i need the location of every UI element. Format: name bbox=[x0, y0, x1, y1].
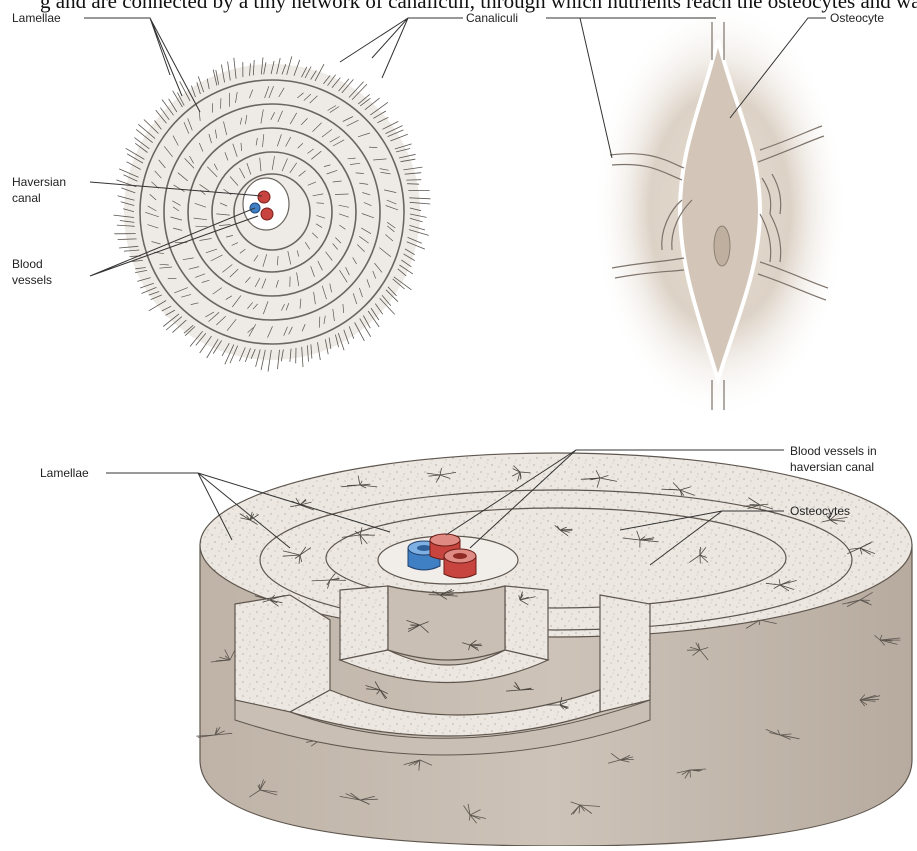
canal-inner-wall bbox=[388, 586, 505, 660]
label-bv-haversian-2: haversian canal bbox=[790, 460, 874, 474]
cut-face-right bbox=[600, 595, 650, 712]
artery-small-2 bbox=[261, 208, 273, 220]
caption-strip: g and are connected by a tiny network of… bbox=[0, 0, 917, 14]
artery-small bbox=[258, 191, 270, 203]
label-lamellae-bottom: Lamellae bbox=[40, 466, 89, 480]
label-blood-vessels-2: vessels bbox=[12, 273, 52, 287]
haversian-canal bbox=[243, 178, 289, 230]
osteocyte-nucleus bbox=[714, 226, 730, 266]
cut-face-inner-left bbox=[340, 586, 388, 660]
label-osteocytes: Osteocytes bbox=[790, 504, 850, 518]
label-bv-haversian-1: Blood vessels in bbox=[790, 444, 877, 458]
label-haversian-2: canal bbox=[12, 191, 41, 205]
osteocyte-closeup bbox=[592, 0, 848, 420]
caption-fragment: g and are connected by a tiny network of… bbox=[40, 0, 917, 14]
cut-face-left bbox=[235, 595, 330, 712]
cut-face-inner-right bbox=[505, 586, 548, 660]
label-haversian-1: Haversian bbox=[12, 175, 66, 189]
osteon-cross-section bbox=[114, 56, 431, 371]
label-blood-vessels-1: Blood bbox=[12, 257, 43, 271]
